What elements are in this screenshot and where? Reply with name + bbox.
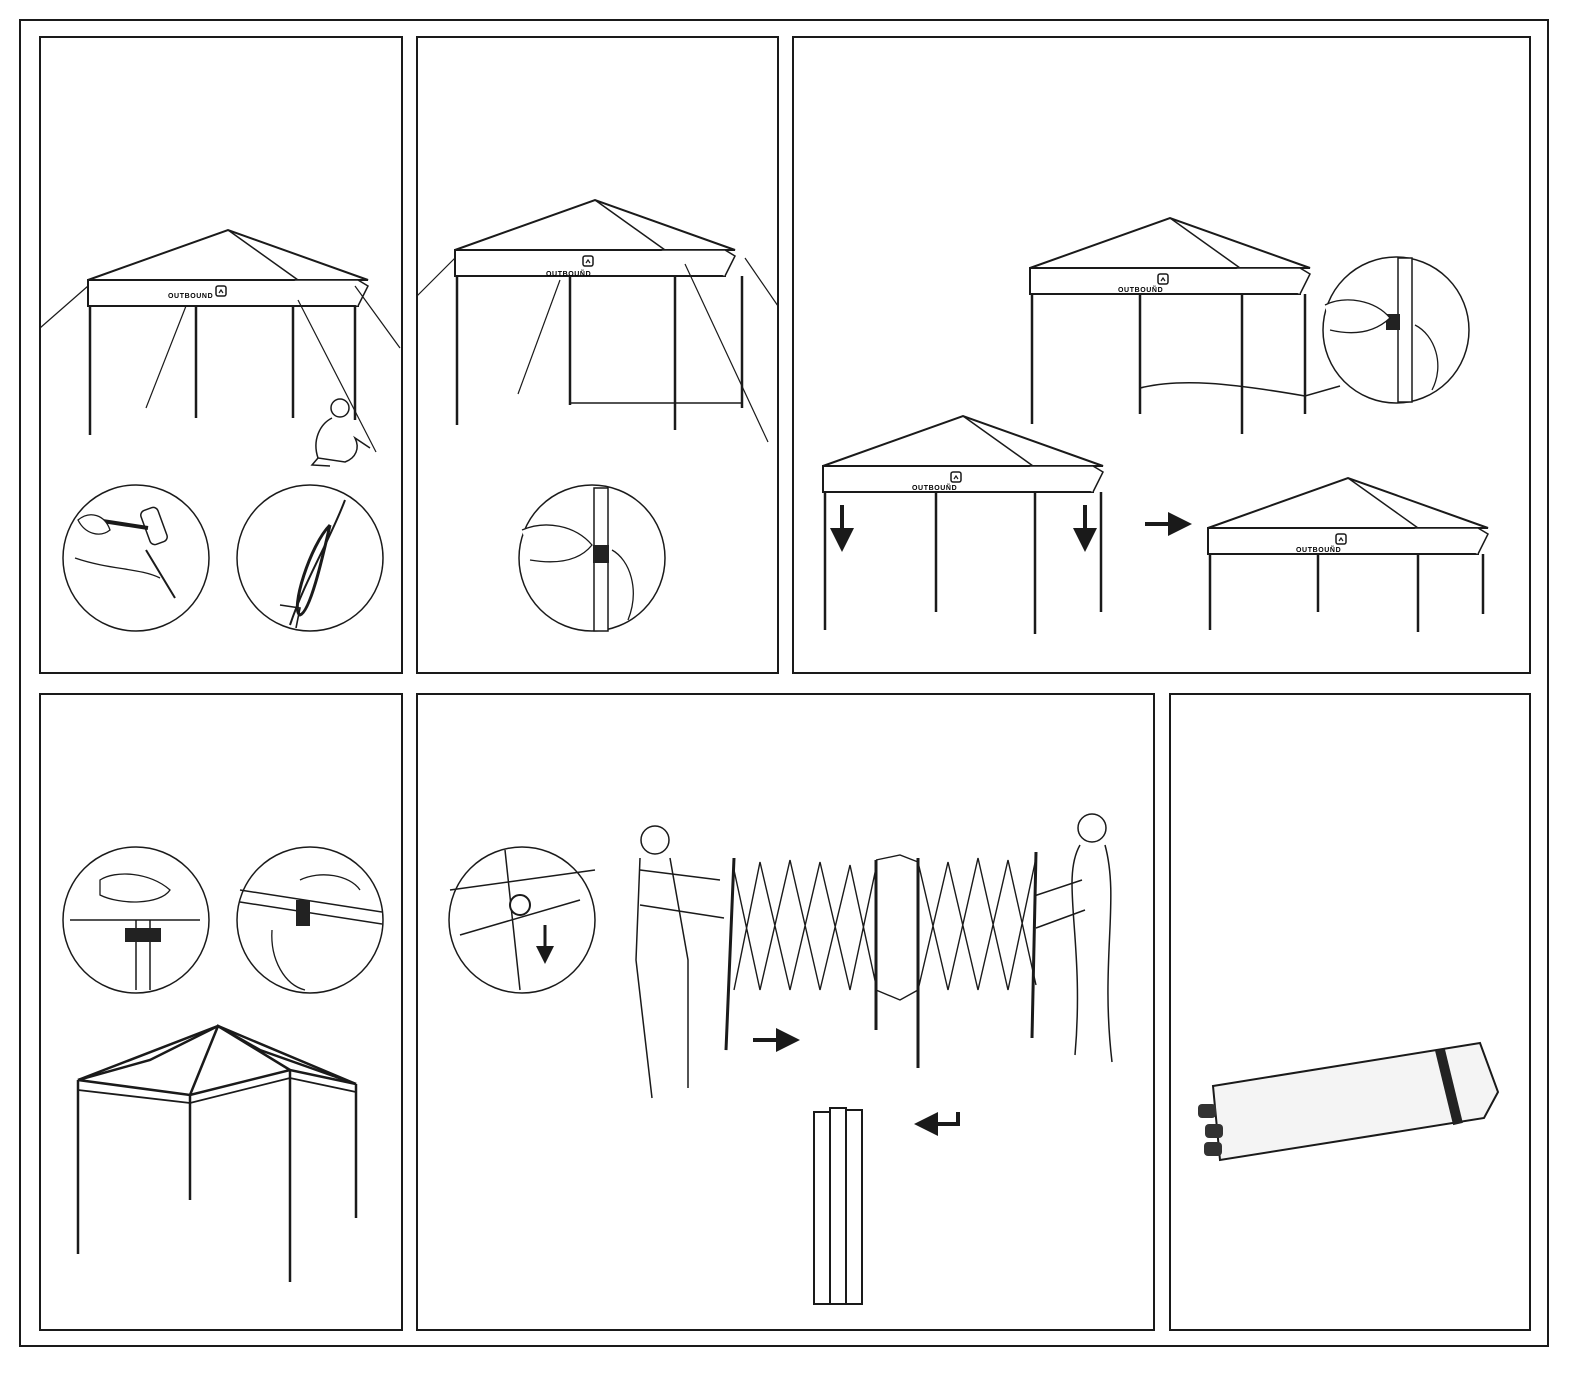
- hand-pinch-icon: [63, 847, 209, 993]
- folded-frame-illustration: [814, 1108, 862, 1304]
- hammer-and-stake-icon: [63, 485, 209, 631]
- canopy-brand-label: OUTBOUÑD: [1296, 545, 1341, 554]
- hand-pinch-icon: [1323, 257, 1469, 403]
- canopy-brand-label: OUTBOUÑD: [912, 483, 957, 492]
- panel-store-in-bag: [1170, 694, 1530, 1330]
- stake-with-rope-icon: [237, 485, 383, 631]
- panel-release-canopy: [40, 694, 402, 1330]
- panel-stake-canopy: OUTBOUND: [40, 37, 402, 673]
- hand-pinch-icon: [237, 847, 383, 993]
- canopy-brand-label: OUTBOUÑD: [546, 269, 591, 278]
- panel-attach-sidewall: OUTBOUÑD: [417, 37, 778, 673]
- canopy-brand-label: OUTBOUÑD: [1118, 285, 1163, 294]
- hand-pinch-icon: [519, 485, 665, 631]
- panel-fold-frame: [417, 694, 1154, 1330]
- panel-lower-legs: OUTBOUÑD OUTBOUÑD OUTBOUÑD: [793, 37, 1530, 673]
- canopy-brand-label: OUTBOUND: [168, 293, 213, 300]
- hand-pinch-icon: [449, 847, 595, 993]
